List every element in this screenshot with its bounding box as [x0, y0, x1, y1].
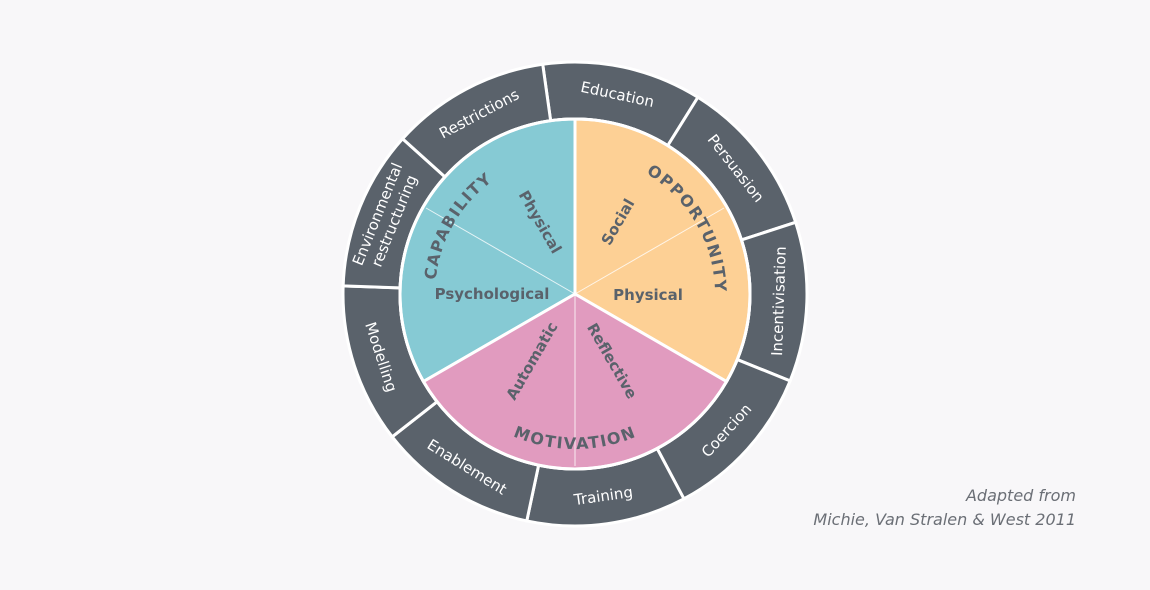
inner-border	[398, 117, 752, 471]
intervention-label: Incentivisation	[768, 246, 790, 356]
credit-line-1: Adapted from	[965, 486, 1076, 505]
credit-line-2: Michie, Van Stralen & West 2011	[813, 510, 1076, 529]
credit: Adapted from Michie, Van Stralen & West …	[813, 484, 1076, 532]
intervention-segment: Enablement	[390, 399, 541, 523]
sub-divider	[574, 207, 725, 295]
intervention-segment: Modelling	[341, 284, 440, 439]
intervention-label-line: Incentivisation	[768, 246, 790, 356]
sub-label: Psychological	[435, 285, 550, 303]
intervention-segment: Persuasion	[665, 95, 798, 242]
sub-divider	[425, 207, 576, 295]
sub-label: Physical	[613, 286, 683, 304]
